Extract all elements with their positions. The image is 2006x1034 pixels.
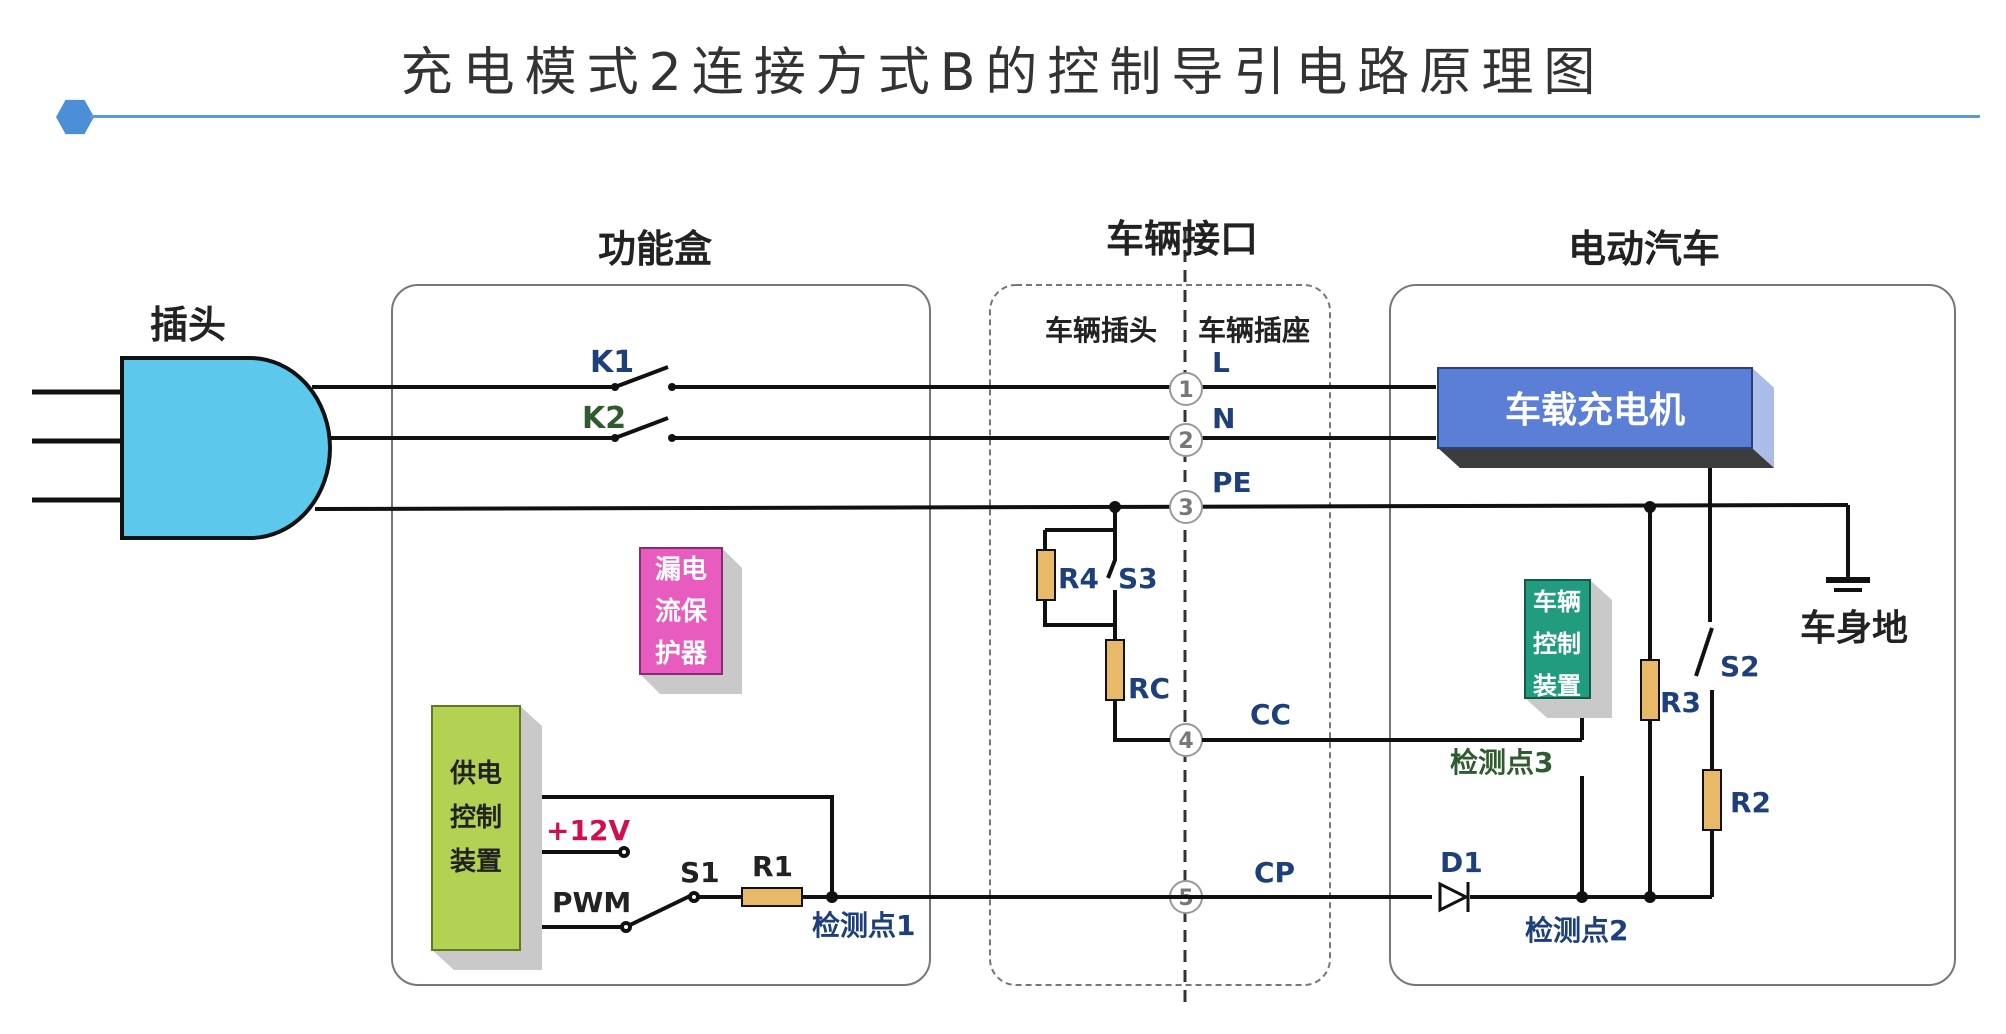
- detect2-node: [1576, 891, 1588, 903]
- rc-resistor: [1105, 639, 1125, 701]
- rcd-label-1: 漏电: [655, 555, 707, 585]
- ground-label: 车身地: [1800, 608, 1908, 649]
- label-pe: PE: [1212, 466, 1252, 499]
- s2-label: S2: [1720, 650, 1760, 683]
- label-cc: CC: [1250, 698, 1291, 731]
- r2-label: R2: [1730, 786, 1771, 819]
- supply-label-2: 控制: [450, 803, 502, 833]
- vehicle-interface-title: 车辆接口: [1106, 217, 1258, 261]
- title-underline: [90, 115, 1980, 118]
- rc-label: RC: [1128, 672, 1170, 705]
- pin-2: 2: [1178, 429, 1193, 454]
- plug-title: 插头: [150, 303, 226, 347]
- vcu-label-2: 控制: [1533, 630, 1581, 658]
- detect1-label: 检测点1: [812, 909, 915, 942]
- function-box-title: 功能盒: [598, 227, 713, 271]
- rc-network: [1043, 507, 1582, 742]
- vcu-label-3: 装置: [1533, 672, 1581, 700]
- s1-label: S1: [680, 856, 720, 889]
- vcu-label-1: 车辆: [1533, 588, 1581, 616]
- line-pe: [314, 503, 1849, 511]
- r1-resistor: [741, 887, 803, 907]
- plug-body: [32, 356, 332, 540]
- vcu-block: [1524, 579, 1612, 718]
- supply-label-1: 供电: [449, 759, 502, 789]
- detect3-label: 检测点3: [1450, 746, 1553, 779]
- plus12v-label: +12V: [546, 814, 630, 847]
- supply-control-block: [431, 705, 542, 970]
- vehicle-plug-label: 车辆插头: [1045, 314, 1157, 347]
- pin-4: 4: [1178, 729, 1193, 754]
- pwm-label: PWM: [552, 886, 631, 919]
- k2-label: K2: [582, 401, 626, 436]
- pe-node-right: [1644, 501, 1656, 513]
- rcd-label-3: 护器: [655, 639, 708, 669]
- cp-node-right: [1644, 891, 1656, 903]
- label-l: L: [1212, 346, 1230, 379]
- s3-label: S3: [1118, 562, 1158, 595]
- pin-3: 3: [1178, 496, 1193, 521]
- vehicle-wiring: [1470, 468, 1714, 899]
- k1-switch: [611, 365, 676, 391]
- electric-vehicle-frame: [1389, 284, 1956, 986]
- pin-1: 1: [1178, 378, 1193, 403]
- charger-label: 车载充电机: [1505, 390, 1685, 431]
- diode-d1: [1438, 881, 1470, 913]
- k1-label: K1: [590, 345, 634, 380]
- detect2-label: 检测点2: [1525, 914, 1628, 947]
- r3-label: R3: [1660, 686, 1701, 719]
- charger-block: [1437, 367, 1774, 468]
- label-n: N: [1212, 402, 1235, 435]
- r3-resistor: [1640, 659, 1660, 721]
- rcd-label-2: 流保: [655, 597, 708, 627]
- d1-label: D1: [1440, 846, 1483, 879]
- r1-label: R1: [752, 850, 793, 883]
- rcd-block: [639, 547, 742, 694]
- supply-wiring: [542, 795, 1432, 933]
- pe-node-left: [1109, 501, 1121, 513]
- k2-switch: [611, 416, 676, 442]
- page-title: 充电模式2连接方式B的控制导引电路原理图: [400, 43, 1606, 103]
- vehicle-socket-label: 车辆插座: [1198, 314, 1310, 347]
- r4-label: R4: [1058, 562, 1099, 595]
- function-box-frame: [391, 284, 931, 986]
- detect1-node: [826, 891, 838, 903]
- label-cp: CP: [1254, 856, 1295, 889]
- r4-resistor: [1036, 549, 1056, 601]
- r2-resistor: [1702, 769, 1722, 831]
- electric-vehicle-title: 电动汽车: [1568, 227, 1720, 271]
- ground-symbol: [1826, 505, 1870, 592]
- vehicle-interface-frame: [989, 284, 1331, 986]
- supply-label-3: 装置: [450, 847, 502, 877]
